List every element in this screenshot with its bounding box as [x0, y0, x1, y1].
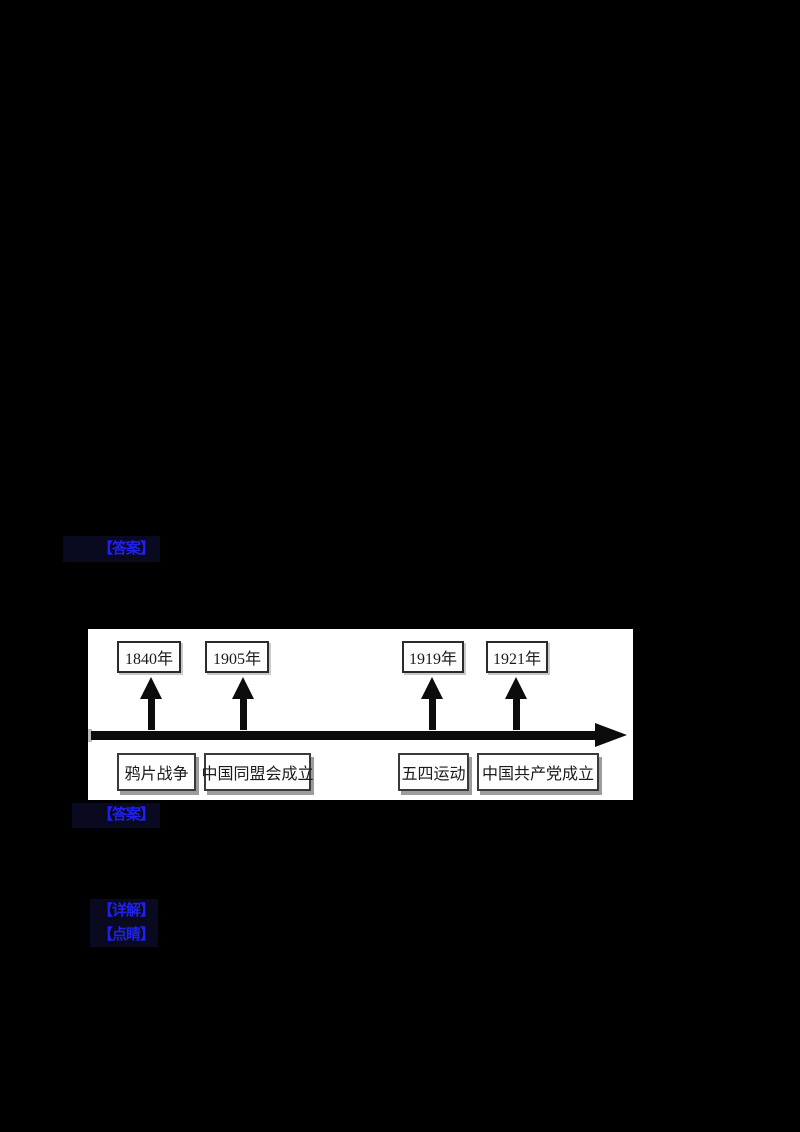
up-arrow-icon [140, 677, 162, 730]
detail-label-highlight [90, 899, 158, 923]
timeline-year-box: 1921年 [486, 641, 548, 673]
timeline-event-box: 鸦片战争 [117, 753, 196, 791]
up-arrow-shaft [428, 697, 436, 730]
answer-label-highlight [72, 803, 160, 828]
up-arrow-head [421, 677, 443, 699]
answer-label: 【答案】 [98, 807, 155, 823]
up-arrow-shaft [239, 697, 247, 730]
up-arrow-icon [421, 677, 443, 730]
up-arrow-head [505, 677, 527, 699]
up-arrow-shaft [512, 697, 520, 730]
up-arrow-head [232, 677, 254, 699]
timeline-year-box: 1919年 [402, 641, 464, 673]
answer-label-highlight [63, 536, 160, 562]
timeline-event-box: 五四运动 [398, 753, 469, 791]
timeline-axis-start-tick [88, 729, 92, 742]
right-arrow-icon [595, 723, 627, 747]
up-arrow-icon [232, 677, 254, 730]
timeline-event-box: 中国同盟会成立 [202, 753, 314, 791]
timeline-figure: 1840年 1905年 1919年 1921年 鸦片战争 中国同盟会成立 五四运… [88, 629, 633, 800]
up-arrow-shaft [147, 697, 155, 730]
keypoint-label: 【点睛】 [98, 927, 155, 943]
answer-label: 【答案】 [98, 541, 155, 557]
up-arrow-icon [505, 677, 527, 730]
timeline-axis [91, 731, 599, 740]
up-arrow-head [140, 677, 162, 699]
keypoint-label-highlight [90, 923, 158, 947]
timeline-year-box: 1840年 [117, 641, 181, 673]
detail-label: 【详解】 [98, 903, 155, 919]
timeline-event-box: 中国共产党成立 [477, 753, 599, 791]
timeline-year-box: 1905年 [205, 641, 269, 673]
